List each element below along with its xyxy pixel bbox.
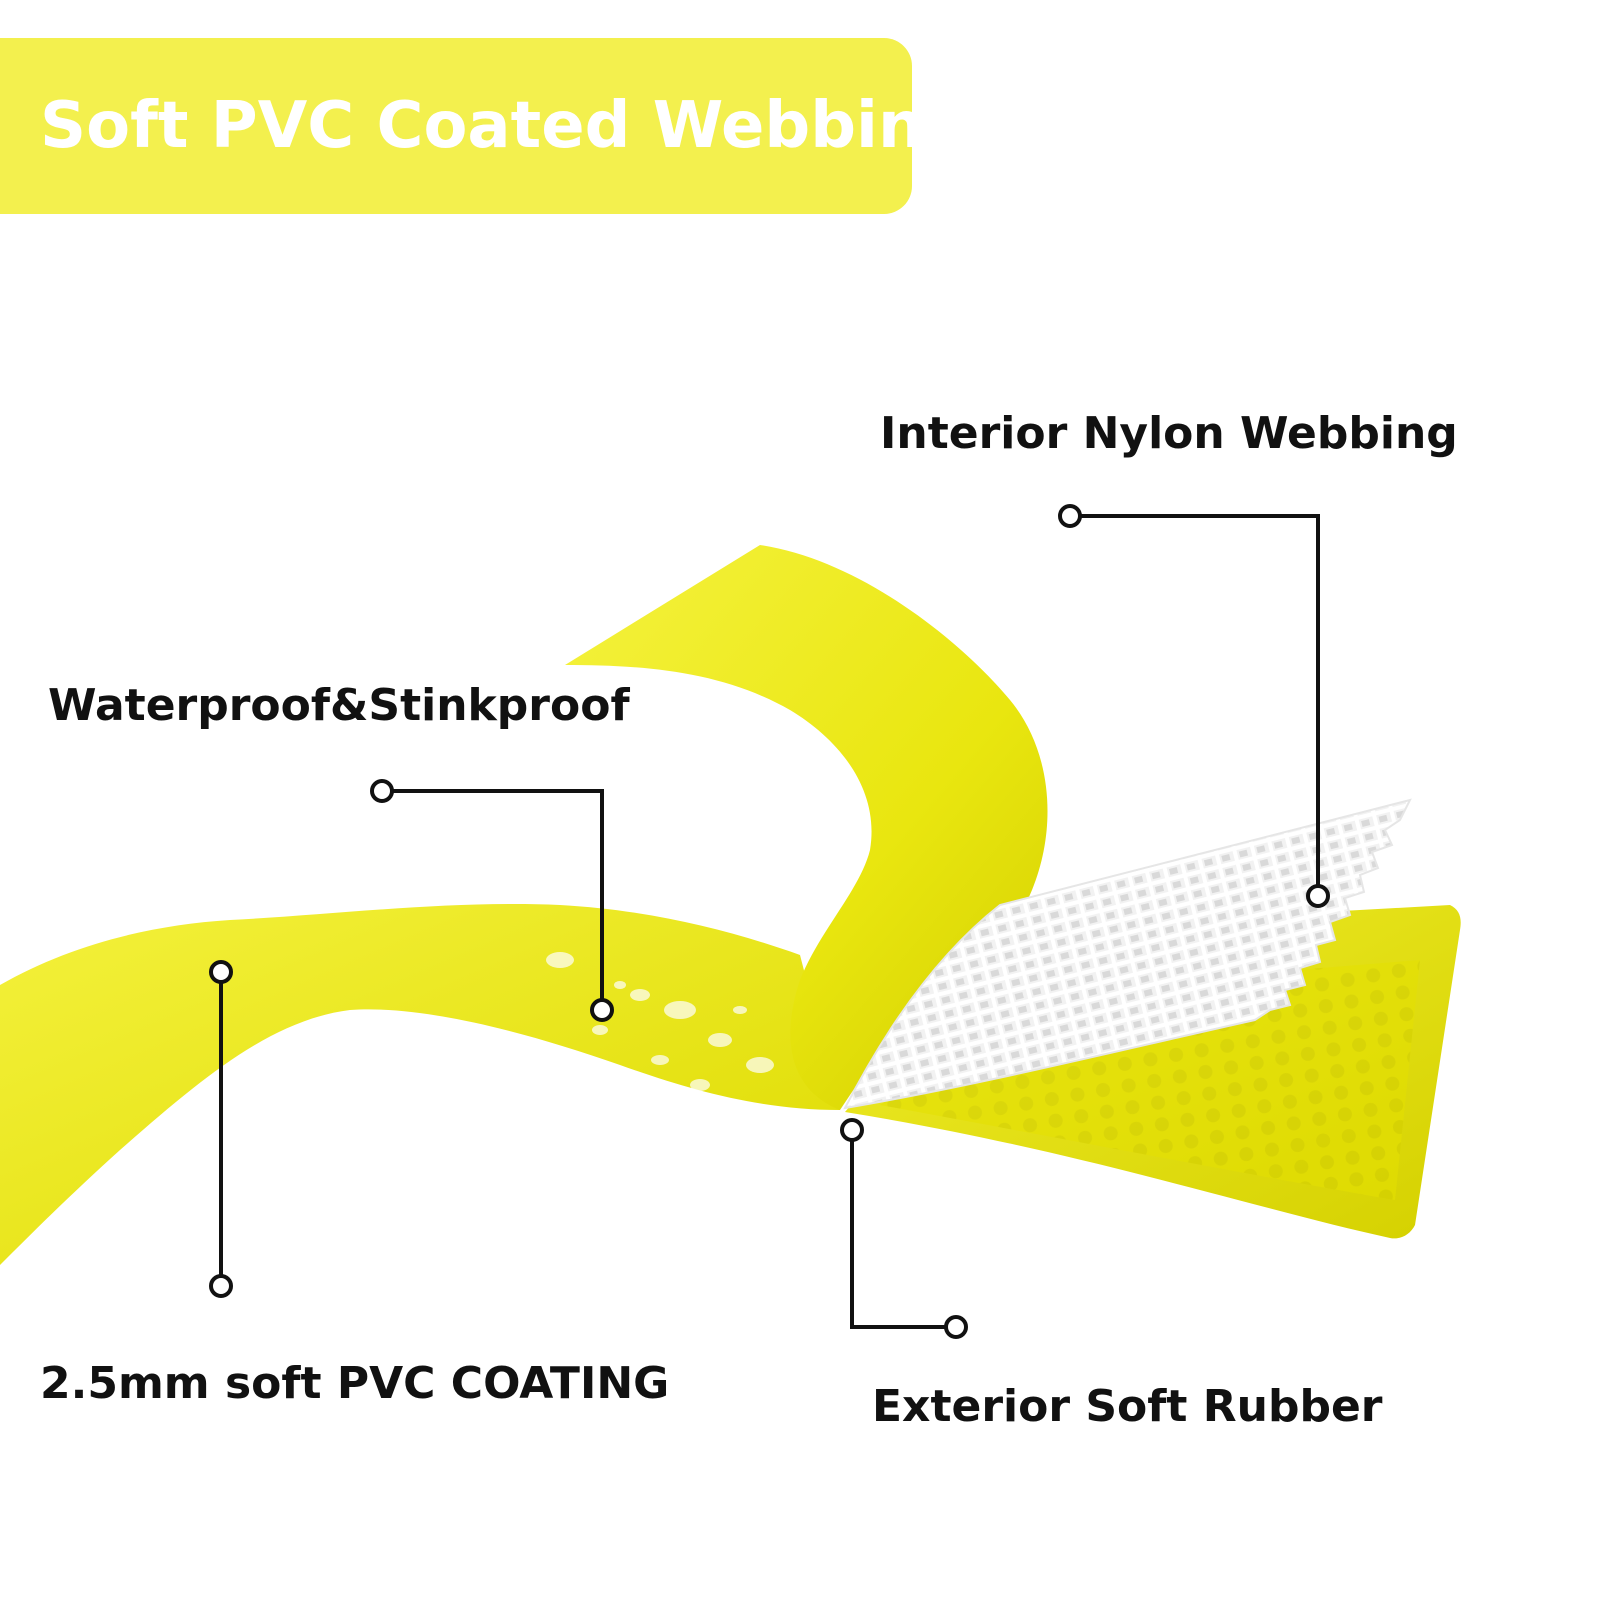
label-coating: 2.5mm soft PVC COATING (40, 1358, 670, 1409)
label-interior-nylon: Interior Nylon Webbing (880, 408, 1458, 459)
callout-waterproof (370, 779, 614, 1022)
title-banner: Soft PVC Coated Webbing (0, 38, 969, 214)
strap-loop (565, 545, 1048, 1110)
strap-left-segment (0, 903, 840, 1265)
water-droplets (546, 952, 774, 1091)
callout-coating (209, 960, 233, 1298)
callout-interior-nylon (1058, 504, 1330, 908)
label-waterproof: Waterproof&Stinkproof (48, 680, 630, 731)
page-title: Soft PVC Coated Webbing (40, 89, 970, 163)
nylon-mesh-layer (843, 798, 1412, 1110)
callout-exterior-rubber (840, 1118, 968, 1339)
label-exterior-rubber: Exterior Soft Rubber (872, 1381, 1383, 1432)
